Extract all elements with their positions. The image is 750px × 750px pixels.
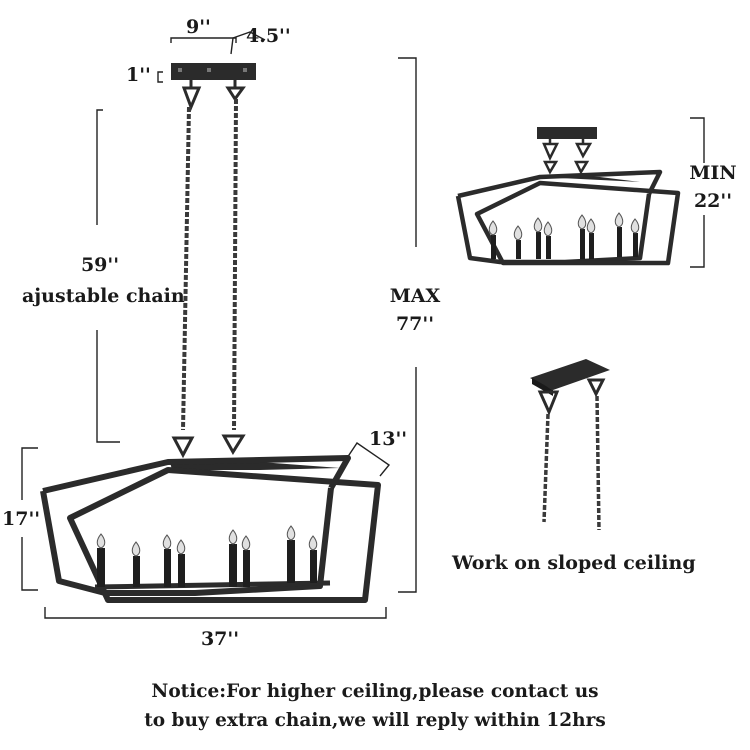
- fixture-depth-label: 13'': [369, 428, 408, 450]
- main-fixture: [40, 63, 381, 603]
- chain-length-label: 59'': [80, 254, 120, 276]
- canopy: [171, 63, 256, 80]
- chain-note-label: ajustable chain: [22, 285, 185, 307]
- canopy-height-label: 1'': [126, 64, 151, 86]
- canopy-width-label: 9'': [186, 16, 211, 38]
- canopy-depth-label: 4.5'': [246, 25, 291, 47]
- sloped-ceiling-fixture: [530, 359, 610, 531]
- dimension-lines: [21, 31, 705, 619]
- candles: [97, 540, 317, 587]
- fixture-width-label: 37'': [200, 628, 240, 650]
- bulbs: [96, 525, 318, 557]
- max-label: MAX: [389, 285, 441, 307]
- notice-line-1: Notice:For higher ceiling,please contact…: [151, 681, 599, 702]
- fixture-height-label: 17'': [2, 508, 41, 530]
- sloped-ceiling-caption: Work on sloped ceiling: [452, 552, 696, 574]
- chain-right: [232, 98, 238, 431]
- notice-line-2: to buy extra chain,we will reply within …: [144, 710, 606, 731]
- chain-left: [181, 106, 191, 431]
- min-fixture: [455, 127, 681, 266]
- min-value-label: 22'': [693, 190, 733, 212]
- min-label: MIN: [689, 162, 737, 184]
- max-value-label: 77'': [395, 313, 435, 335]
